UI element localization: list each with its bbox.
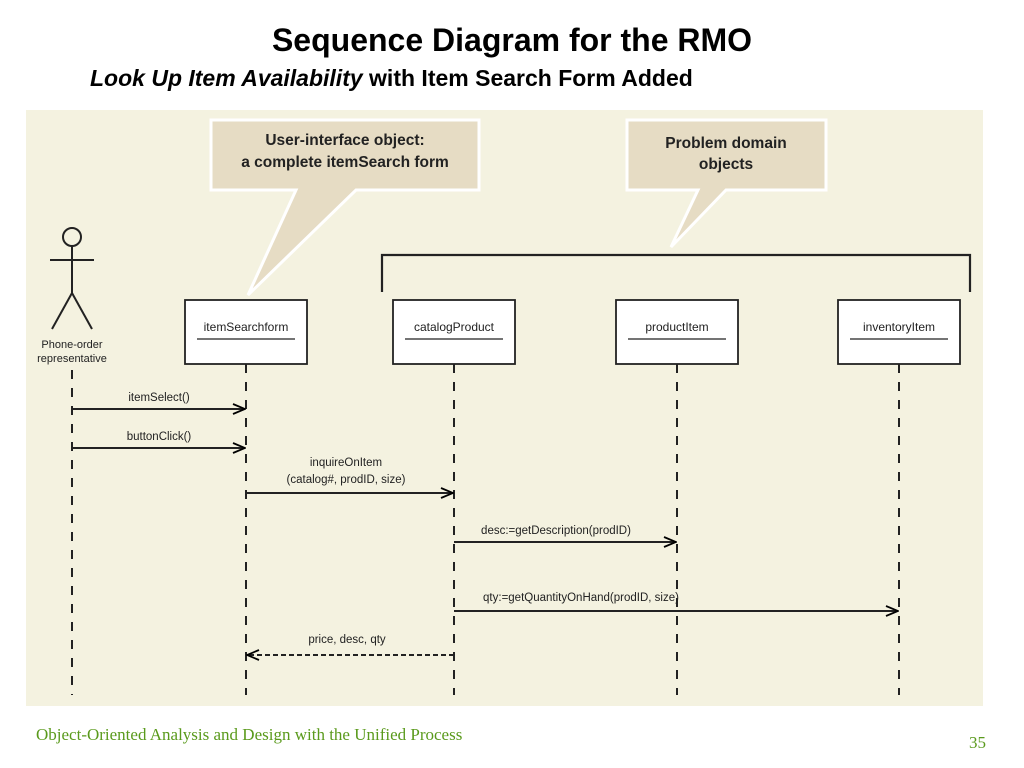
lifeline-catalogproduct: catalogProduct: [392, 299, 516, 695]
lifeline-inventoryitem: inventoryItem: [837, 299, 961, 695]
lifeline-name: catalogProduct: [414, 320, 495, 334]
subtitle-use-case: Look Up Item Availability: [90, 65, 363, 91]
callout-domain-objects: Problem domain objects: [625, 118, 828, 249]
message-label-line2: (catalog#, prodID, size): [287, 474, 406, 486]
sequence-diagram-panel: User-interface object: a complete itemSe…: [26, 110, 983, 706]
lifeline-itemsearchform: itemSearchform: [184, 299, 308, 695]
message-inquireonitem: inquireOnItem (catalog#, prodID, size): [246, 457, 453, 493]
message-label: price, desc, qty: [308, 634, 386, 646]
page-number: 35: [969, 733, 986, 752]
slide-subtitle: Look Up Item Availability with Item Sear…: [90, 62, 990, 94]
message-label-line1: inquireOnItem: [310, 457, 382, 469]
callout-domain-line2: objects: [699, 156, 753, 173]
message-label: buttonClick(): [127, 431, 192, 443]
lifeline-name: inventoryItem: [863, 320, 935, 334]
message-return-price-desc-qty: price, desc, qty: [247, 634, 454, 655]
sequence-diagram: User-interface object: a complete itemSe…: [37, 118, 972, 695]
callout-ui-line2: a complete itemSearch form: [241, 154, 449, 171]
lifeline-name: itemSearchform: [204, 320, 289, 334]
domain-objects-bracket: [380, 253, 972, 292]
actor-stick-figure: [50, 227, 94, 330]
message-label: desc:=getDescription(prodID): [481, 525, 631, 537]
slide-title: Sequence Diagram for the RMO: [271, 22, 753, 58]
message-itemselect: itemSelect(): [72, 392, 245, 409]
subtitle-rest: with Item Search Form Added: [362, 65, 693, 91]
footer-text: Object-Oriented Analysis and Design with…: [36, 725, 463, 744]
message-getquantityonhand: qty:=getQuantityOnHand(prodID, size): [454, 592, 898, 611]
callout-ui-object: User-interface object: a complete itemSe…: [209, 118, 481, 297]
lifeline-productitem: productItem: [615, 299, 739, 695]
callout-ui-line1: User-interface object:: [265, 132, 424, 149]
actor-label-line2: representative: [37, 353, 107, 365]
message-getdescription: desc:=getDescription(prodID): [454, 525, 676, 542]
actor-label-line1: Phone-order: [41, 339, 102, 351]
lifeline-name: productItem: [645, 320, 708, 334]
message-buttonclick: buttonClick(): [72, 431, 245, 448]
callout-domain-line1: Problem domain: [665, 135, 786, 152]
message-label: qty:=getQuantityOnHand(prodID, size): [483, 592, 679, 604]
message-label: itemSelect(): [128, 392, 190, 404]
